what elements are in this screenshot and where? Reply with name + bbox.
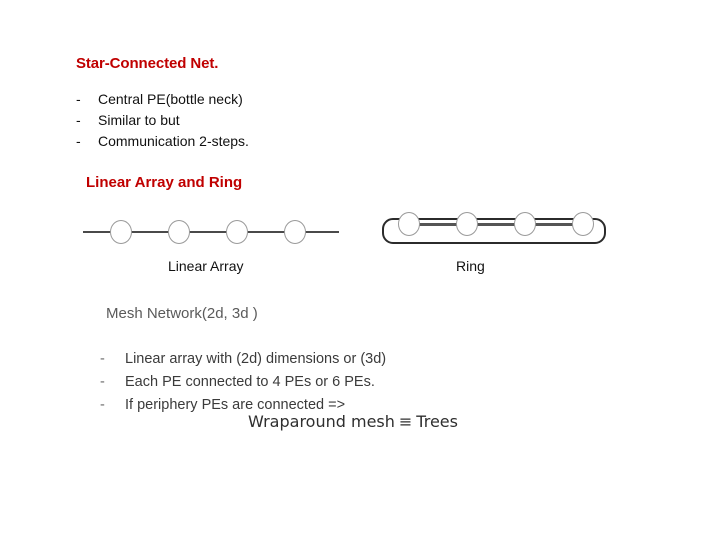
linear-array-connection-line xyxy=(83,231,339,233)
pe-node-circle xyxy=(168,220,190,244)
pe-node-circle xyxy=(398,212,420,236)
list-item: - Similar to but xyxy=(76,110,396,131)
list-item: - If periphery PEs are connected => xyxy=(100,394,540,417)
equivalence-icon: ≡ xyxy=(398,412,413,431)
list-item: - Central PE(bottle neck) xyxy=(76,89,396,110)
bullet-dash-icon: - xyxy=(100,397,105,413)
linear-array-caption: Linear Array xyxy=(168,258,244,274)
list-item-label: Each PE connected to 4 PEs or 6 PEs. xyxy=(125,374,375,390)
pe-node-circle xyxy=(284,220,306,244)
list-item: - Communication 2-steps. xyxy=(76,131,396,152)
mesh-network-heading: Mesh Network(2d, 3d ) xyxy=(106,305,258,322)
list-item-label: Central PE(bottle neck) xyxy=(98,91,243,107)
star-bullet-list: - Central PE(bottle neck) - Similar to b… xyxy=(76,89,396,152)
bullet-dash-icon: - xyxy=(76,133,81,149)
bullet-dash-icon: - xyxy=(76,91,81,107)
linear-array-diagram xyxy=(80,206,342,254)
pe-node-circle xyxy=(572,212,594,236)
list-item-label: Communication 2-steps. xyxy=(98,133,249,149)
list-item: - Linear array with (2d) dimensions or (… xyxy=(100,348,540,371)
mesh-conclusion-line: Wraparound mesh≡Trees xyxy=(248,412,458,431)
bullet-dash-icon: - xyxy=(76,112,81,128)
linear-array-and-ring-heading: Linear Array and Ring xyxy=(86,174,243,191)
list-item-label: Similar to but xyxy=(98,112,180,128)
mesh-conclusion-left: Wraparound mesh xyxy=(248,412,395,431)
pe-node-circle xyxy=(514,212,536,236)
pe-node-circle xyxy=(456,212,478,236)
bullet-dash-icon: - xyxy=(100,374,105,390)
pe-node-circle xyxy=(110,220,132,244)
ring-top-connection-line xyxy=(402,223,586,226)
ring-caption: Ring xyxy=(456,258,485,274)
pe-node-circle xyxy=(226,220,248,244)
list-item: - Each PE connected to 4 PEs or 6 PEs. xyxy=(100,371,540,394)
list-item-label: Linear array with (2d) dimensions or (3d… xyxy=(125,351,387,367)
mesh-bullet-list: - Linear array with (2d) dimensions or (… xyxy=(100,348,540,417)
list-item-label: If periphery PEs are connected => xyxy=(125,397,346,413)
star-connected-heading: Star-Connected Net. xyxy=(76,55,219,72)
mesh-conclusion-right: Trees xyxy=(416,412,458,431)
bullet-dash-icon: - xyxy=(100,351,105,367)
ring-diagram xyxy=(380,206,610,254)
